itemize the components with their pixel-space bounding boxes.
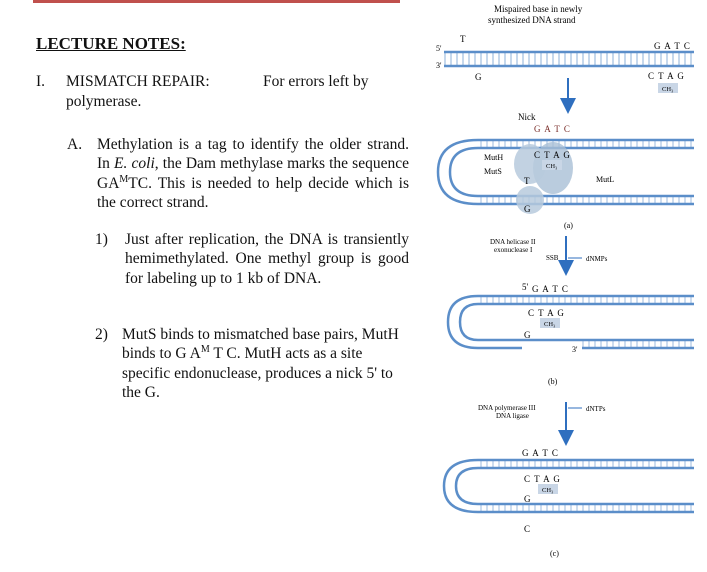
page-title: LECTURE NOTES: — [36, 34, 186, 53]
methyl-1: CH₃ — [662, 86, 673, 93]
seq-top-a: G A T C — [534, 124, 571, 134]
point-1-label: 1) — [95, 231, 108, 248]
panel-b: 5' G A T C C T A G CH₃ G 3' (b) — [446, 282, 694, 386]
muth-blob — [514, 144, 546, 184]
enzymes-b-3: SSB — [546, 254, 559, 262]
label-c: (c) — [550, 549, 559, 558]
figure-svg: Mispaired base in newly synthesized DNA … — [436, 4, 694, 558]
mismatch-repair-figure: Mispaired base in newly synthesized DNA … — [418, 0, 707, 572]
dnmps-label: dNMPs — [586, 255, 608, 263]
nick-label: Nick — [518, 112, 536, 122]
seq-bottom-1: C T A G — [648, 71, 685, 81]
point-a-label: A. — [67, 136, 83, 153]
seq-bottom-b: C T A G — [528, 308, 565, 318]
label-a: (a) — [564, 221, 573, 230]
point-2: 2) MutS binds to mismatched base pairs, … — [95, 325, 409, 403]
point-1: 1) Just after replication, the DNA is tr… — [95, 230, 409, 288]
dntps-label: dNTPs — [586, 405, 606, 413]
section-subtitle-b: polymerase. — [66, 93, 142, 110]
seq-bottom-c: C T A G — [524, 474, 561, 484]
seq-bottom-a: C T A G — [534, 150, 571, 160]
caption-top-1: Mispaired base in newly — [494, 4, 583, 14]
section-title: MISMATCH REPAIR: — [66, 73, 210, 90]
section-number: I. — [36, 73, 46, 90]
five-prime-b: 5' — [522, 282, 529, 292]
five-prime-label: 5' — [436, 44, 442, 53]
point-2-text: MutS binds to mismatched base pairs, Mut… — [122, 326, 399, 402]
methyl-c: CH₃ — [542, 487, 553, 494]
panel-c: G A T C C T A G CH₃ G C (c) — [442, 448, 694, 558]
methyl-a: CH₃ — [546, 163, 557, 170]
seq-top-c: G A T C — [522, 448, 559, 458]
base-c-c: C — [524, 524, 530, 534]
point-2-label: 2) — [95, 326, 108, 343]
base-g-top: G — [475, 72, 482, 82]
three-prime-b: 3' — [572, 345, 578, 354]
point-a: A. Methylation is a tag to identify the … — [67, 135, 409, 213]
three-prime-label: 3' — [436, 61, 442, 70]
base-g-a: G — [524, 204, 531, 214]
muts-blob — [516, 186, 544, 214]
methyl-b: CH₃ — [544, 321, 555, 328]
top-rule — [33, 0, 400, 3]
seq-top-b: G A T C — [532, 284, 569, 294]
label-b: (b) — [548, 377, 558, 386]
muth-label: MutH — [484, 153, 503, 162]
caption-top-2: synthesized DNA strand — [488, 15, 576, 25]
seq-top-1: G A T C — [654, 41, 691, 51]
enzymes-c-2: DNA ligase — [496, 412, 529, 420]
muts-label: MutS — [484, 167, 502, 176]
base-g-b: G — [524, 330, 531, 340]
base-t-a: T — [524, 176, 530, 186]
panel-a: Nick G A T C C T A G CH₃ MutH MutS MutL … — [436, 112, 694, 230]
enzymes-c-1: DNA polymerase III — [478, 404, 536, 412]
base-g-c: G — [524, 494, 531, 504]
section-subtitle-a: For errors left by — [263, 73, 369, 90]
point-a-text: Methylation is a tag to identify the old… — [97, 136, 409, 212]
point-1-text: Just after replication, the DNA is trans… — [125, 231, 409, 287]
top-duplex: 5' 3' T G G A T C C T A G CH₃ — [436, 34, 694, 93]
base-t-top: T — [460, 34, 466, 44]
mutl-label: MutL — [596, 175, 614, 184]
enzymes-b-1: DNA helicase II — [490, 238, 536, 246]
enzymes-b-2: exonuclease I — [494, 246, 533, 254]
